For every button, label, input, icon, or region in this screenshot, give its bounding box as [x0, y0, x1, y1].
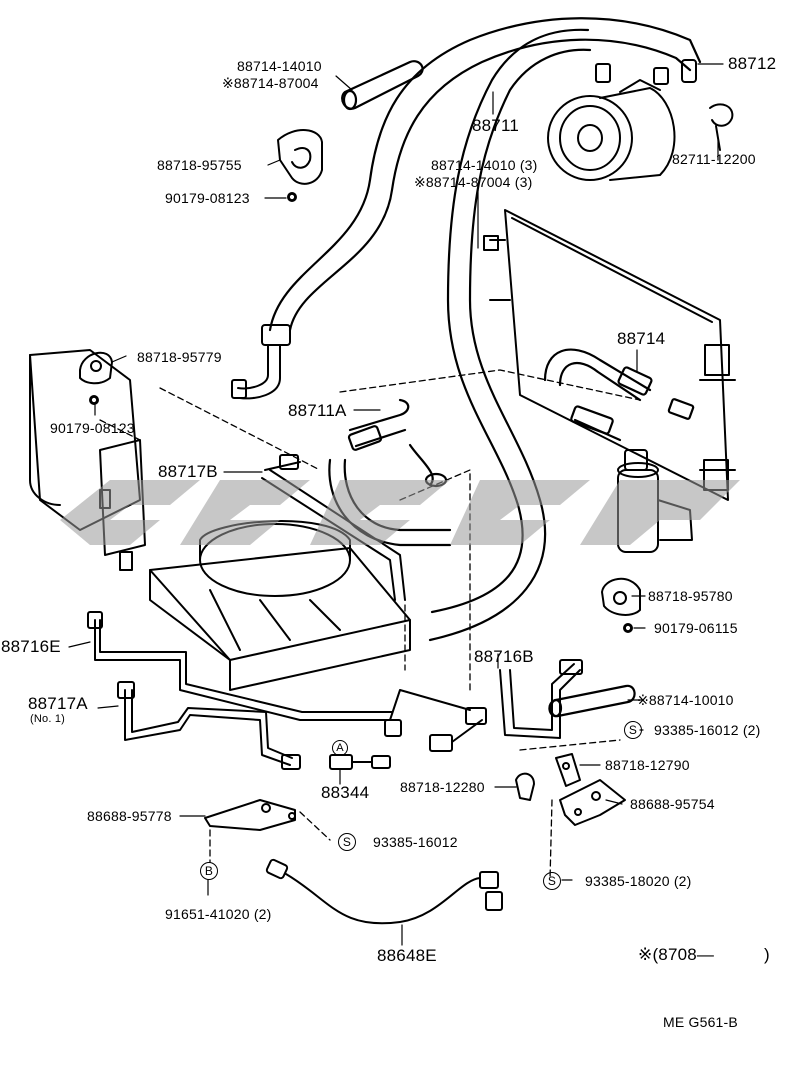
label-93385-16012: 93385-16012	[373, 834, 458, 850]
fasteners	[90, 193, 632, 632]
label-88718-95779: 88718-95779	[137, 349, 222, 365]
label-90179-08123-a: 90179-08123	[165, 190, 250, 206]
label-88717A-sub: (No. 1)	[30, 713, 66, 725]
clamp-88718-95779	[79, 351, 113, 405]
label-88717A: 88717A	[28, 694, 88, 713]
pipe-88717B	[261, 454, 406, 601]
label-88711: 88711	[472, 116, 520, 135]
label-88714-87004-3: ※88714-87004 (3)	[414, 174, 533, 190]
compressor	[547, 59, 734, 181]
fitting-left	[231, 324, 291, 400]
label-93385-18020-2: 93385-18020 (2)	[585, 873, 692, 889]
clamp-88718-95755	[277, 129, 323, 202]
label-88718-12790: 88718-12790	[605, 757, 690, 773]
label-88716E: 88716E	[1, 637, 61, 656]
label-88714: 88714	[617, 329, 666, 348]
pipe-88717A	[117, 681, 301, 770]
symbol-a: A	[332, 740, 348, 756]
pipe-88716B	[499, 659, 583, 739]
symbol-s-1: S	[624, 721, 642, 739]
pipe-88716E	[87, 611, 471, 721]
bracket-88688-95778	[204, 799, 296, 831]
connectors-88344	[329, 707, 487, 770]
label-88718-95755: 88718-95755	[157, 157, 242, 173]
symbol-s-3: S	[543, 872, 561, 890]
label-88714-10010: ※88714-10010	[637, 692, 734, 708]
label-88714-87004: ※88714-87004	[222, 75, 319, 91]
bracket-88718-12790	[555, 753, 581, 787]
leader-lines	[68, 63, 724, 946]
label-88718-12280: 88718-12280	[400, 779, 485, 795]
diagram-code: ME G561-B	[663, 1014, 738, 1030]
label-88714-14010: 88714-14010	[237, 58, 322, 74]
symbol-s-2: S	[338, 833, 356, 851]
dashed-leaders	[99, 369, 641, 881]
watermark	[60, 480, 740, 545]
label-88711A: 88711A	[288, 401, 347, 420]
hose-88714	[543, 348, 695, 442]
sensor-88648E	[265, 858, 503, 925]
label-88717B: 88717B	[158, 462, 218, 481]
label-88648E: 88648E	[377, 946, 437, 965]
label-88344: 88344	[321, 783, 370, 802]
label-88718-95780: 88718-95780	[648, 588, 733, 604]
hose-88711-lower	[428, 28, 592, 642]
bracket-88718-12280	[515, 772, 535, 801]
bracket-88688-95754	[559, 779, 626, 826]
hose-88714-14010	[341, 60, 424, 111]
label-91651-41020-2: 91651-41020 (2)	[165, 906, 272, 922]
label-82711-12200: 82711-12200	[672, 151, 756, 167]
label-90179-08123-b: 90179-08123	[50, 420, 135, 436]
symbol-b: B	[200, 862, 218, 880]
label-88716B: 88716B	[474, 647, 534, 666]
label-88714-14010-3: 88714-14010 (3)	[431, 157, 538, 173]
label-88712: 88712	[728, 54, 777, 73]
label-93385-16012-2: 93385-16012 (2)	[654, 722, 761, 738]
bracket-88718-95780	[601, 578, 641, 633]
label-88688-95778: 88688-95778	[87, 808, 172, 824]
hose-88711	[268, 17, 702, 332]
label-90179-06115: 90179-06115	[654, 620, 738, 636]
condenser	[483, 209, 736, 501]
label-88688-95754: 88688-95754	[630, 796, 715, 812]
footnote-close: )	[764, 945, 770, 964]
hose-88714-10010	[548, 684, 636, 718]
footnote-date: ※(8708—	[638, 945, 715, 964]
